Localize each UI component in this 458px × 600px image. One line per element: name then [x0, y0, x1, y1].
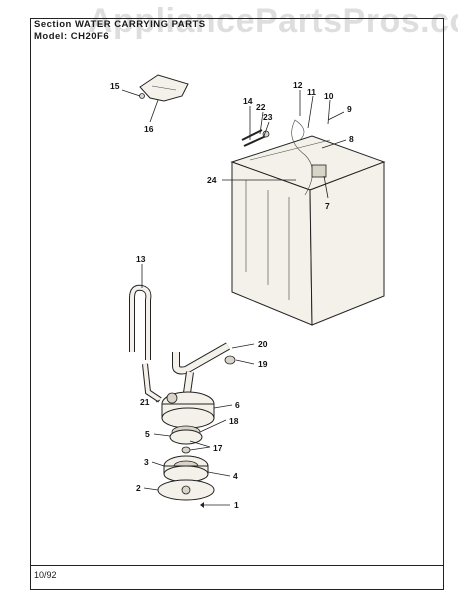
callout-17: 17 [213, 443, 223, 453]
callout-19: 19 [258, 359, 268, 369]
callout-2: 2 [136, 483, 141, 493]
model-label: Model: CH20F6 [34, 31, 110, 42]
callout-11: 11 [307, 87, 316, 97]
callout-12: 12 [293, 80, 303, 90]
diagram-frame [30, 18, 444, 590]
bracket-assembly [139, 74, 189, 102]
callout-8: 8 [349, 134, 354, 144]
footer-divider [30, 565, 444, 566]
callout-13: 13 [136, 254, 146, 264]
watermark-text: AppliancePartsPros.com [88, 2, 458, 40]
callout-20: 20 [258, 339, 268, 349]
pulley-and-gear [169, 425, 203, 454]
pump-assembly [161, 391, 215, 429]
callout-6: 6 [235, 400, 240, 410]
washer-cabinet [230, 119, 386, 326]
revision-date: 10/92 [34, 570, 57, 580]
callout-16: 16 [144, 124, 154, 134]
callout-9: 9 [347, 104, 352, 114]
callout-15: 15 [110, 81, 120, 91]
drive-pulley [163, 455, 209, 483]
callout-24: 24 [207, 175, 217, 185]
callout-labels: 1 2 3 4 5 6 7 8 9 10 11 12 13 14 15 16 1… [110, 80, 354, 510]
callout-3: 3 [144, 457, 149, 467]
drain-hose [129, 284, 162, 403]
callout-14: 14 [243, 96, 253, 106]
callout-5: 5 [145, 429, 150, 439]
callout-23: 23 [263, 112, 273, 122]
callout-leaders [121, 89, 347, 508]
callout-4: 4 [233, 471, 238, 481]
callout-7: 7 [325, 201, 330, 211]
callout-1: 1 [234, 500, 239, 510]
callout-18: 18 [229, 416, 239, 426]
callout-10: 10 [324, 91, 334, 101]
callout-22: 22 [256, 102, 266, 112]
section-title: Section WATER CARRYING PARTS [34, 19, 206, 30]
base-plate [157, 479, 215, 501]
callout-21: 21 [140, 397, 150, 407]
